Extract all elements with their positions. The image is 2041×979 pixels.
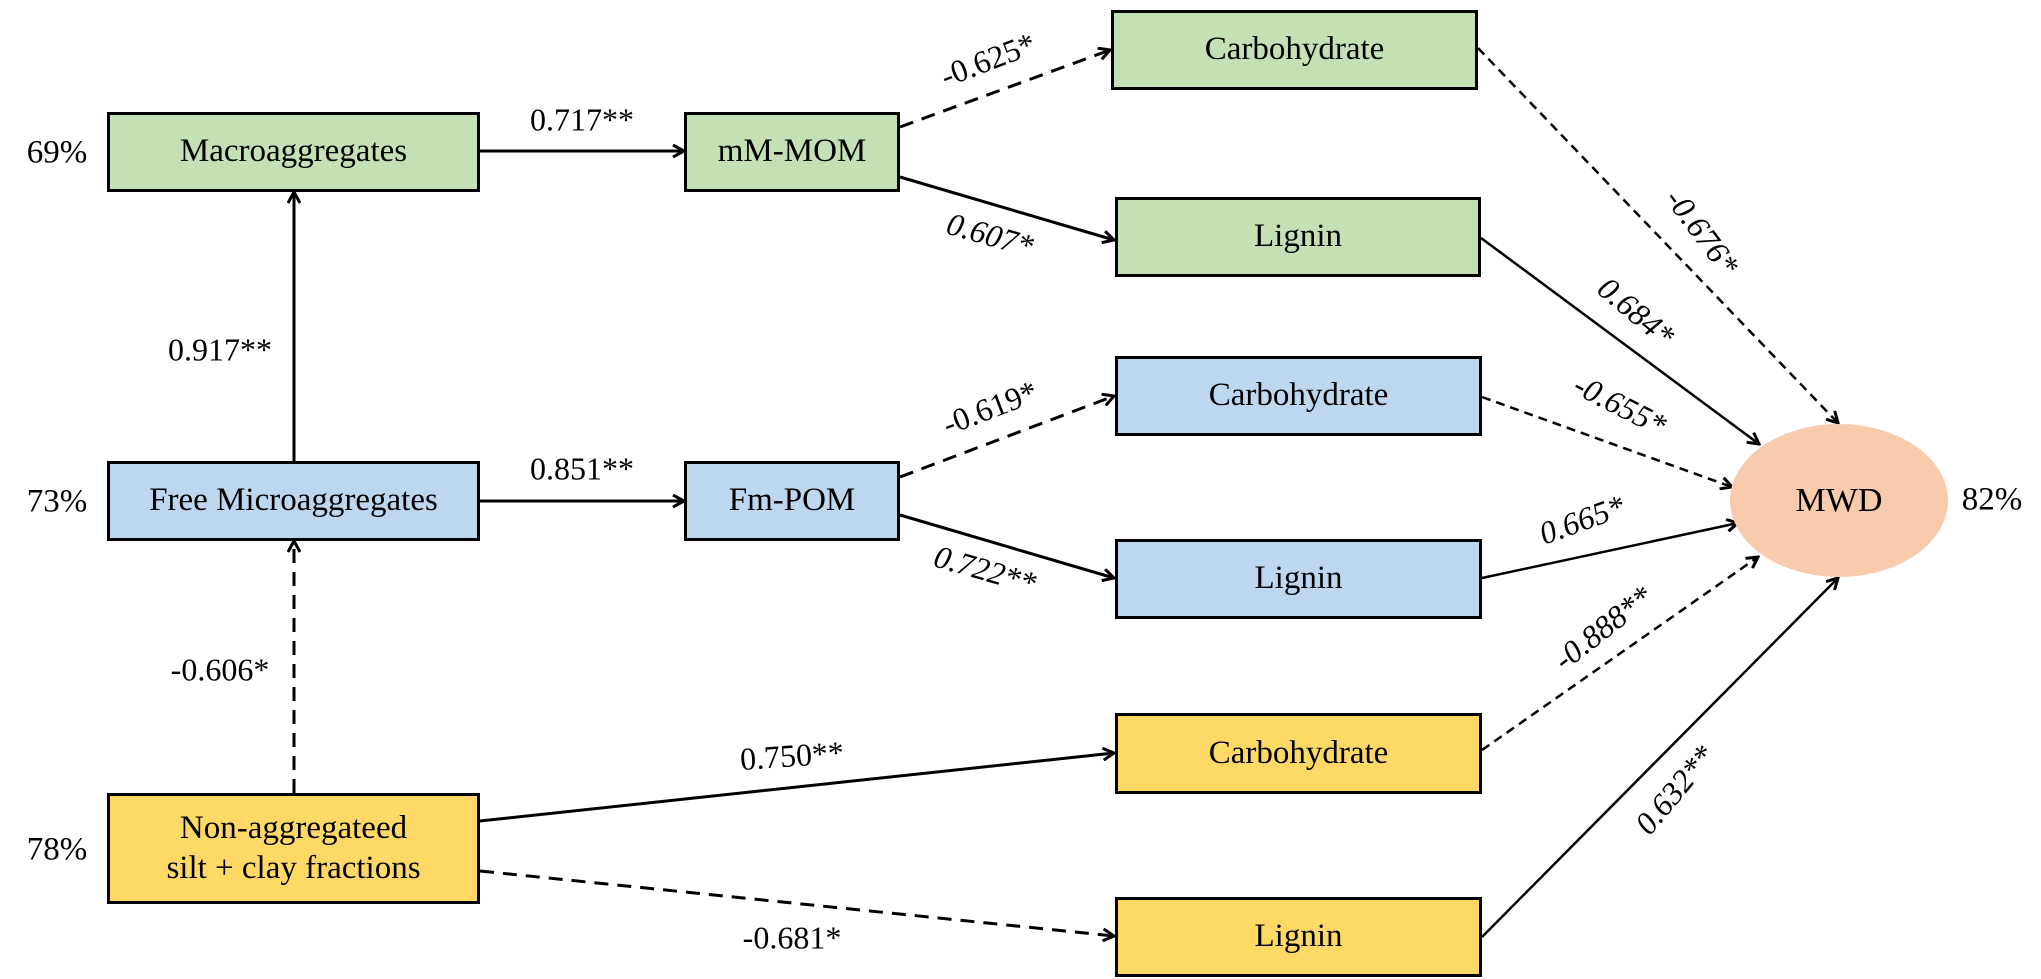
- node-mwd: MWD: [1730, 424, 1948, 577]
- edge-arrow-nonagg-lig_y: [479, 869, 1114, 936]
- node-label: Lignin: [1254, 560, 1343, 597]
- node-label: Free Microaggregates: [149, 482, 438, 519]
- edge-arrow-carb_y-mwd: [1481, 557, 1758, 752]
- variance-macroaggregates: 69%: [26, 134, 88, 171]
- node-macroaggregates: Macroaggregates: [107, 112, 480, 192]
- edge-arrow-lig_b-mwd: [1481, 523, 1738, 580]
- variance-non-aggregated: 78%: [26, 831, 88, 868]
- edge-coefficient-free-fmpom: 0.851**: [530, 450, 634, 487]
- edge-arrow-nonagg-carb_y: [479, 753, 1114, 823]
- node-label: MWD: [1795, 481, 1883, 519]
- node-non-aggregated-silt-clay: Non-aggregateed silt + clay fractions: [107, 793, 480, 904]
- edge-coefficient-nonagg-lig_y: -0.681*: [742, 919, 842, 956]
- node-carbohydrate-yellow: Carbohydrate: [1115, 713, 1482, 794]
- edge-coefficient-free-macro: 0.917**: [168, 331, 272, 368]
- node-label-line2: silt + clay fractions: [166, 849, 421, 886]
- edge-arrow-mmom-carb_g: [899, 50, 1110, 129]
- node-label: Lignin: [1254, 218, 1342, 255]
- edge-coefficient-macro-mmom: 0.717**: [530, 101, 634, 138]
- edge-arrow-fmpom-lig_b: [899, 513, 1114, 578]
- node-label: mM-MOM: [717, 133, 867, 170]
- node-mm-mom: mM-MOM: [684, 112, 900, 192]
- edge-arrow-fmpom-carb_b: [899, 396, 1114, 479]
- node-label-line1: Non-aggregateed: [179, 809, 408, 846]
- node-label: Carbohydrate: [1208, 377, 1389, 414]
- node-carbohydrate-blue: Carbohydrate: [1115, 356, 1482, 436]
- node-label: Fm-POM: [728, 482, 856, 519]
- edge-coefficient-nonagg-free: -0.606*: [170, 651, 270, 688]
- node-label: Lignin: [1254, 918, 1343, 955]
- edge-arrow-lig_y-mwd: [1481, 578, 1838, 938]
- edge-arrow-carb_g-mwd: [1477, 47, 1838, 423]
- node-label: Carbohydrate: [1204, 31, 1385, 68]
- edge-coefficient-nonagg-carb_y: 0.750**: [738, 733, 846, 778]
- variance-free-microaggregates: 73%: [26, 483, 88, 520]
- node-label: Macroaggregates: [179, 133, 408, 170]
- node-lignin-blue: Lignin: [1115, 539, 1482, 619]
- node-lignin-yellow: Lignin: [1115, 897, 1482, 977]
- node-fm-pom: Fm-POM: [684, 461, 900, 541]
- node-label: Carbohydrate: [1208, 734, 1389, 771]
- edge-arrow-mmom-lig_g: [899, 175, 1114, 240]
- node-lignin-green: Lignin: [1115, 197, 1481, 277]
- edge-layer: [294, 48, 1838, 937]
- edge-arrow-lig_g-mwd: [1480, 236, 1759, 444]
- variance-mwd: 82%: [1961, 481, 2023, 518]
- node-carbohydrate-green: Carbohydrate: [1111, 10, 1478, 90]
- node-free-microaggregates: Free Microaggregates: [107, 461, 480, 541]
